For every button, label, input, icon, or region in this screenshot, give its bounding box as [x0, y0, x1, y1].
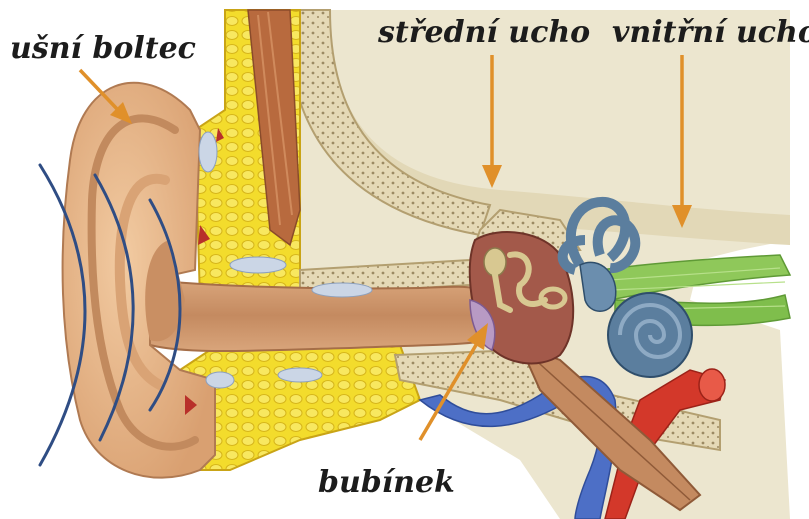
label-inner-ear: vnitřní ucho: [612, 15, 809, 50]
label-pinna: ušní boltec: [10, 31, 196, 66]
label-eardrum: bubínek: [318, 465, 455, 500]
cochlea: [608, 293, 692, 377]
label-middle-ear: střední ucho: [377, 15, 590, 50]
pinna: [63, 83, 215, 478]
